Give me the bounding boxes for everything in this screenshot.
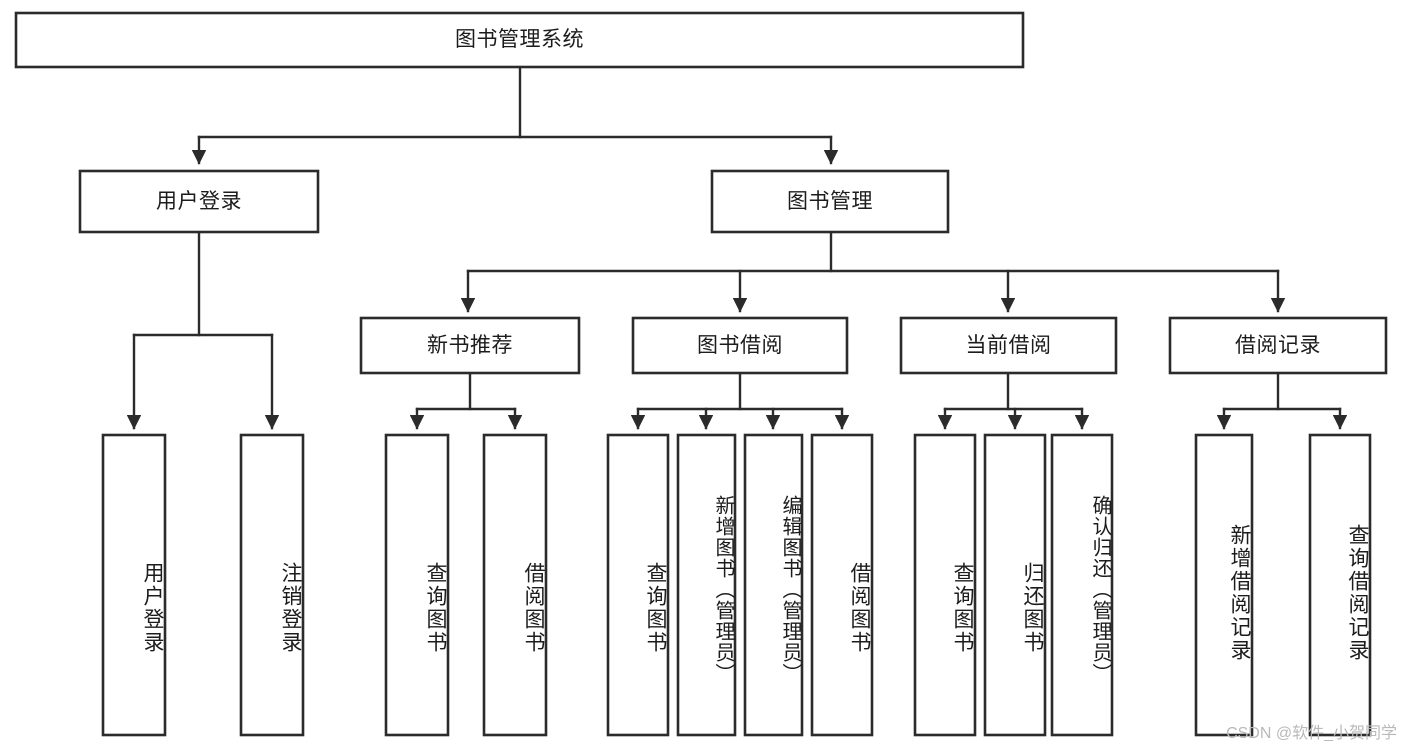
connector-userlogin-to-leaves	[126, 230, 280, 430]
leaf-box-query-book-current[interactable]	[913, 433, 977, 737]
leaf-box-query-borrow-record[interactable]	[1308, 433, 1372, 737]
node-box-user-login[interactable]	[78, 169, 320, 234]
node-box-root[interactable]	[14, 11, 1025, 69]
leaf-box-add-book-admin[interactable]	[676, 433, 737, 737]
leaf-box-borrow-book-recommend[interactable]	[482, 433, 548, 737]
connector-newbook-to-leaves	[409, 371, 523, 430]
node-box-current-borrow[interactable]	[899, 316, 1118, 375]
leaf-box-user-login[interactable]	[101, 433, 167, 737]
leaf-box-logout[interactable]	[239, 433, 305, 737]
csdn-watermark: CSDN @软件_小贺同学	[1226, 725, 1397, 742]
connector-record-to-leaves	[1216, 371, 1348, 430]
node-box-borrow-record[interactable]	[1168, 316, 1388, 375]
connector-bookmgmt-to-level3	[460, 230, 1286, 313]
leaf-box-borrow-book[interactable]	[810, 433, 874, 737]
node-box-book-borrow[interactable]	[631, 316, 849, 375]
node-box-book-management[interactable]	[710, 169, 950, 234]
connector-current-to-leaves	[937, 371, 1090, 430]
leaf-box-add-borrow-record[interactable]	[1194, 433, 1254, 737]
leaf-box-return-book[interactable]	[983, 433, 1047, 737]
node-box-new-book-recommend[interactable]	[359, 316, 581, 375]
connector-borrow-to-leaves	[630, 371, 850, 430]
connector-root-to-level2	[191, 65, 839, 165]
leaf-box-edit-book-admin[interactable]	[743, 433, 804, 737]
leaf-box-confirm-return-admin[interactable]	[1050, 433, 1114, 737]
leaf-box-query-book-recommend[interactable]	[384, 433, 450, 737]
leaf-box-query-book-borrow[interactable]	[606, 433, 670, 737]
